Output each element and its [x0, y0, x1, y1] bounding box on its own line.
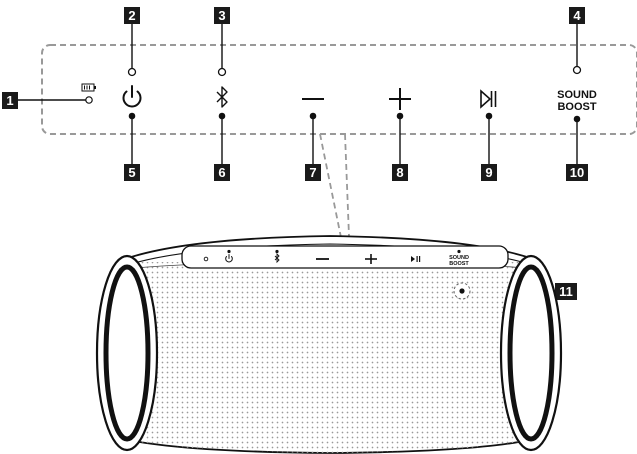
microphone-icon: [454, 283, 470, 299]
svg-text:7: 7: [309, 165, 316, 180]
callout-6: 6: [214, 164, 230, 181]
speaker-body: [128, 236, 530, 454]
bluetooth-icon[interactable]: [217, 87, 227, 107]
svg-text:11: 11: [559, 284, 573, 299]
svg-text:10: 10: [570, 165, 584, 180]
play-pause-icon[interactable]: [481, 91, 496, 107]
sound-boost-label-line1[interactable]: SOUND: [557, 89, 597, 101]
callout-2: 2: [124, 7, 140, 24]
callout-8: 8: [392, 164, 408, 181]
led-indicator-3: [219, 69, 226, 76]
callout-3: 3: [214, 7, 230, 24]
callout-5: 5: [124, 164, 140, 181]
sound-boost-label-line2[interactable]: BOOST: [557, 101, 596, 113]
led-indicator-4: [574, 67, 581, 74]
plus-icon[interactable]: [389, 88, 411, 110]
callout-7: 7: [305, 164, 321, 181]
callout-9: 9: [481, 164, 497, 181]
callout-4: 4: [569, 7, 585, 24]
svg-text:6: 6: [218, 165, 225, 180]
callout-10: 10: [566, 164, 588, 181]
svg-text:2: 2: [128, 8, 135, 23]
svg-text:8: 8: [396, 165, 403, 180]
svg-text:3: 3: [218, 8, 225, 23]
svg-text:4: 4: [573, 8, 581, 23]
right-end-cap: [501, 256, 561, 450]
led-indicator-2: [129, 69, 136, 76]
svg-text:1: 1: [6, 93, 13, 108]
svg-text:9: 9: [485, 165, 492, 180]
callout-1: 1: [2, 92, 18, 109]
svg-text:5: 5: [128, 165, 135, 180]
callout-11: 11: [555, 283, 577, 300]
power-icon[interactable]: [123, 86, 140, 106]
strip-sound-boost-line2[interactable]: BOOST: [449, 261, 469, 267]
left-end-cap: [97, 256, 157, 450]
